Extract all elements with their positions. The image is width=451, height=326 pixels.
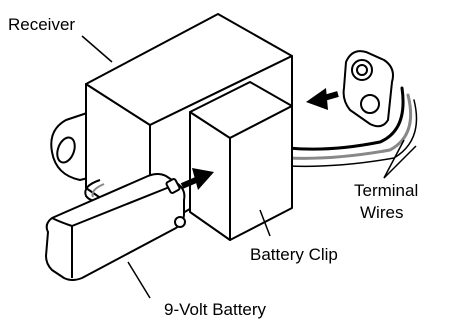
connector-snap-bottom	[361, 95, 379, 113]
label-battery: 9-Volt Battery	[164, 300, 267, 319]
battery-clip	[190, 82, 292, 240]
label-battery-clip: Battery Clip	[250, 245, 338, 264]
leader-battery	[128, 262, 150, 298]
arrow-connector-to-clip	[306, 88, 338, 110]
label-terminal-line2: Wires	[360, 203, 403, 222]
nine-volt-battery	[46, 174, 185, 280]
leader-receiver	[82, 36, 112, 62]
connector-snap-inner	[357, 65, 367, 75]
label-terminal-line1: Terminal	[354, 181, 418, 200]
terminal-connector	[344, 51, 393, 126]
battery-terminal-negative	[175, 217, 185, 227]
label-receiver: Receiver	[8, 15, 75, 34]
